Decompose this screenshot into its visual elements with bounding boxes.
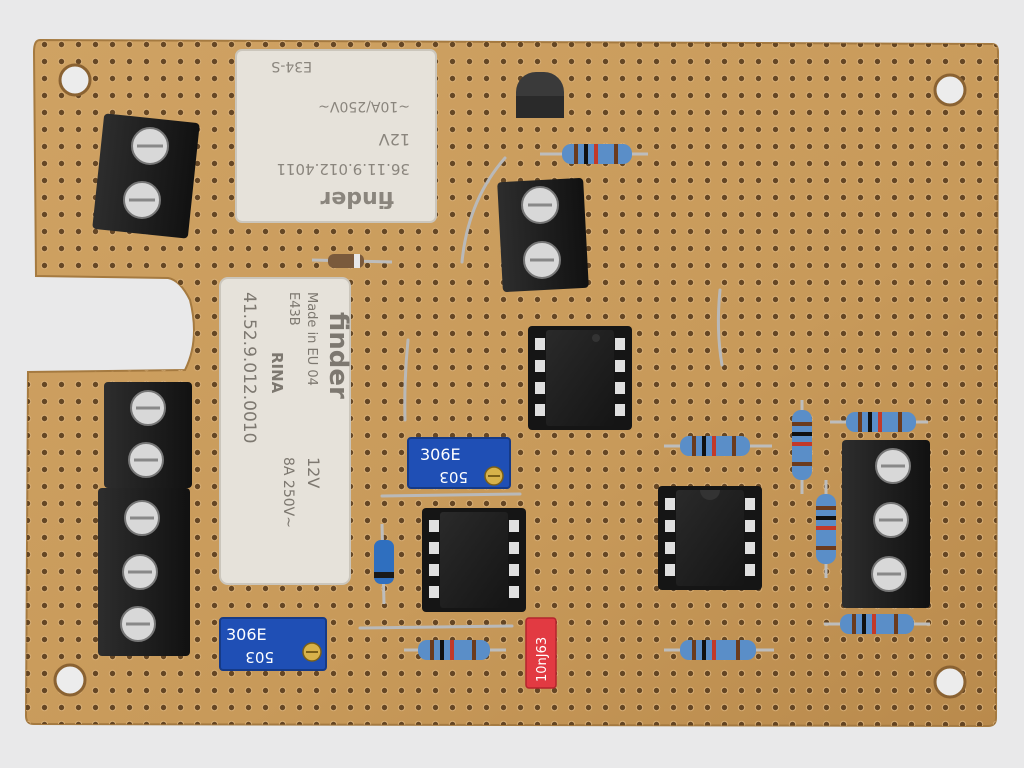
- terminal-block-center: [497, 178, 589, 292]
- resistor: [540, 144, 648, 164]
- resistor: [792, 400, 812, 494]
- ic-chip: [422, 508, 526, 612]
- relay-side-code: E43B: [286, 292, 301, 326]
- resistor: [404, 640, 506, 660]
- diode: [311, 254, 393, 268]
- resistor: [816, 480, 836, 578]
- diode: [374, 523, 394, 605]
- resistors: [404, 144, 930, 660]
- relay-top-brand: finder: [320, 186, 394, 211]
- trimmer-left-value: 503: [245, 648, 274, 666]
- trimmer-potentiometer-center: 306E 503: [407, 437, 511, 489]
- relay-top-voltage: 12V: [379, 130, 410, 149]
- trimmer-center-value: 503: [439, 468, 468, 486]
- terminal-block-right: [842, 440, 930, 608]
- relay-side-voltage: 12V: [304, 457, 323, 488]
- trimmer-left-code: 306E: [226, 625, 267, 644]
- mounting-hole: [933, 665, 967, 699]
- capacitor: 10nJ63: [525, 617, 557, 689]
- relay-top-code: E34-S: [271, 58, 312, 74]
- relay-side-rina: RINA: [268, 352, 286, 394]
- relay-side-model: 41.52.9.012.0010: [239, 292, 259, 443]
- jumper-wires: [358, 156, 724, 630]
- trimmer-center-code: 306E: [420, 445, 461, 464]
- ic-chip: [658, 486, 762, 590]
- mounting-hole: [53, 663, 87, 697]
- terminal-block-left-lower: [98, 382, 192, 656]
- mounting-hole: [933, 73, 967, 107]
- transistor: [516, 72, 564, 118]
- resistor: [824, 614, 930, 634]
- relay-side-brand: finder: [323, 312, 353, 399]
- resistor: [664, 640, 774, 660]
- relay-side-rating: 8A 250V~: [280, 457, 296, 528]
- ic-chip: [528, 326, 632, 430]
- trimmer-potentiometer-left: 306E 503: [219, 617, 327, 671]
- relay-top-rating: ~10A/250V~: [318, 98, 410, 114]
- terminal-block-top-left: [92, 113, 200, 239]
- relay-top: finder 36.11.9.012.4011 12V ~10A/250V~ E…: [235, 49, 437, 223]
- capacitor-label: 10nJ63: [535, 637, 550, 682]
- relay-top-model: 36.11.9.012.4011: [276, 160, 410, 178]
- mounting-hole: [58, 63, 92, 97]
- relay-side: finder Made in EU 04 E43B RINA 41.52.9.0…: [219, 277, 353, 585]
- relay-side-origin: Made in EU 04: [304, 292, 319, 386]
- resistor: [830, 412, 928, 432]
- resistor: [664, 436, 772, 456]
